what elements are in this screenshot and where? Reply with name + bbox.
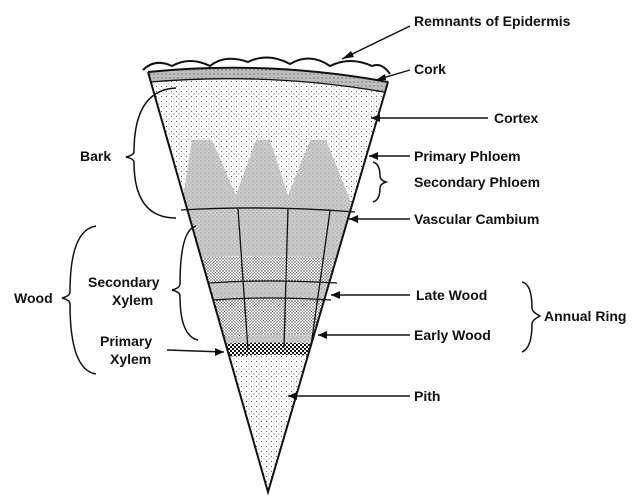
label-pith: Pith	[414, 388, 440, 404]
label-secondary-phloem: Secondary Phloem	[414, 174, 540, 190]
label-cork: Cork	[414, 61, 446, 77]
wood-brace	[62, 226, 96, 374]
label-vascular-cambium: Vascular Cambium	[414, 211, 539, 227]
label-secondary-xylem-line2: Xylem	[112, 292, 153, 308]
secondary-phloem-brace	[373, 162, 386, 202]
label-late-wood: Late Wood	[416, 287, 487, 303]
annual-ring-brace	[522, 282, 540, 352]
label-cortex: Cortex	[494, 110, 539, 126]
label-secondary-xylem-line1: Secondary	[88, 274, 160, 290]
label-primary-phloem: Primary Phloem	[414, 148, 521, 164]
label-bark: Bark	[80, 148, 111, 164]
secondary-xylem-brace	[172, 226, 198, 340]
label-remnants-of-epidermis: Remnants of Epidermis	[414, 13, 571, 29]
label-wood: Wood	[14, 290, 53, 306]
label-annual-ring: Annual Ring	[544, 308, 626, 324]
label-primary-xylem-line1: Primary	[100, 333, 152, 349]
label-primary-xylem-line2: Xylem	[110, 351, 151, 367]
phloem-region	[181, 140, 355, 212]
label-early-wood: Early Wood	[414, 327, 491, 343]
